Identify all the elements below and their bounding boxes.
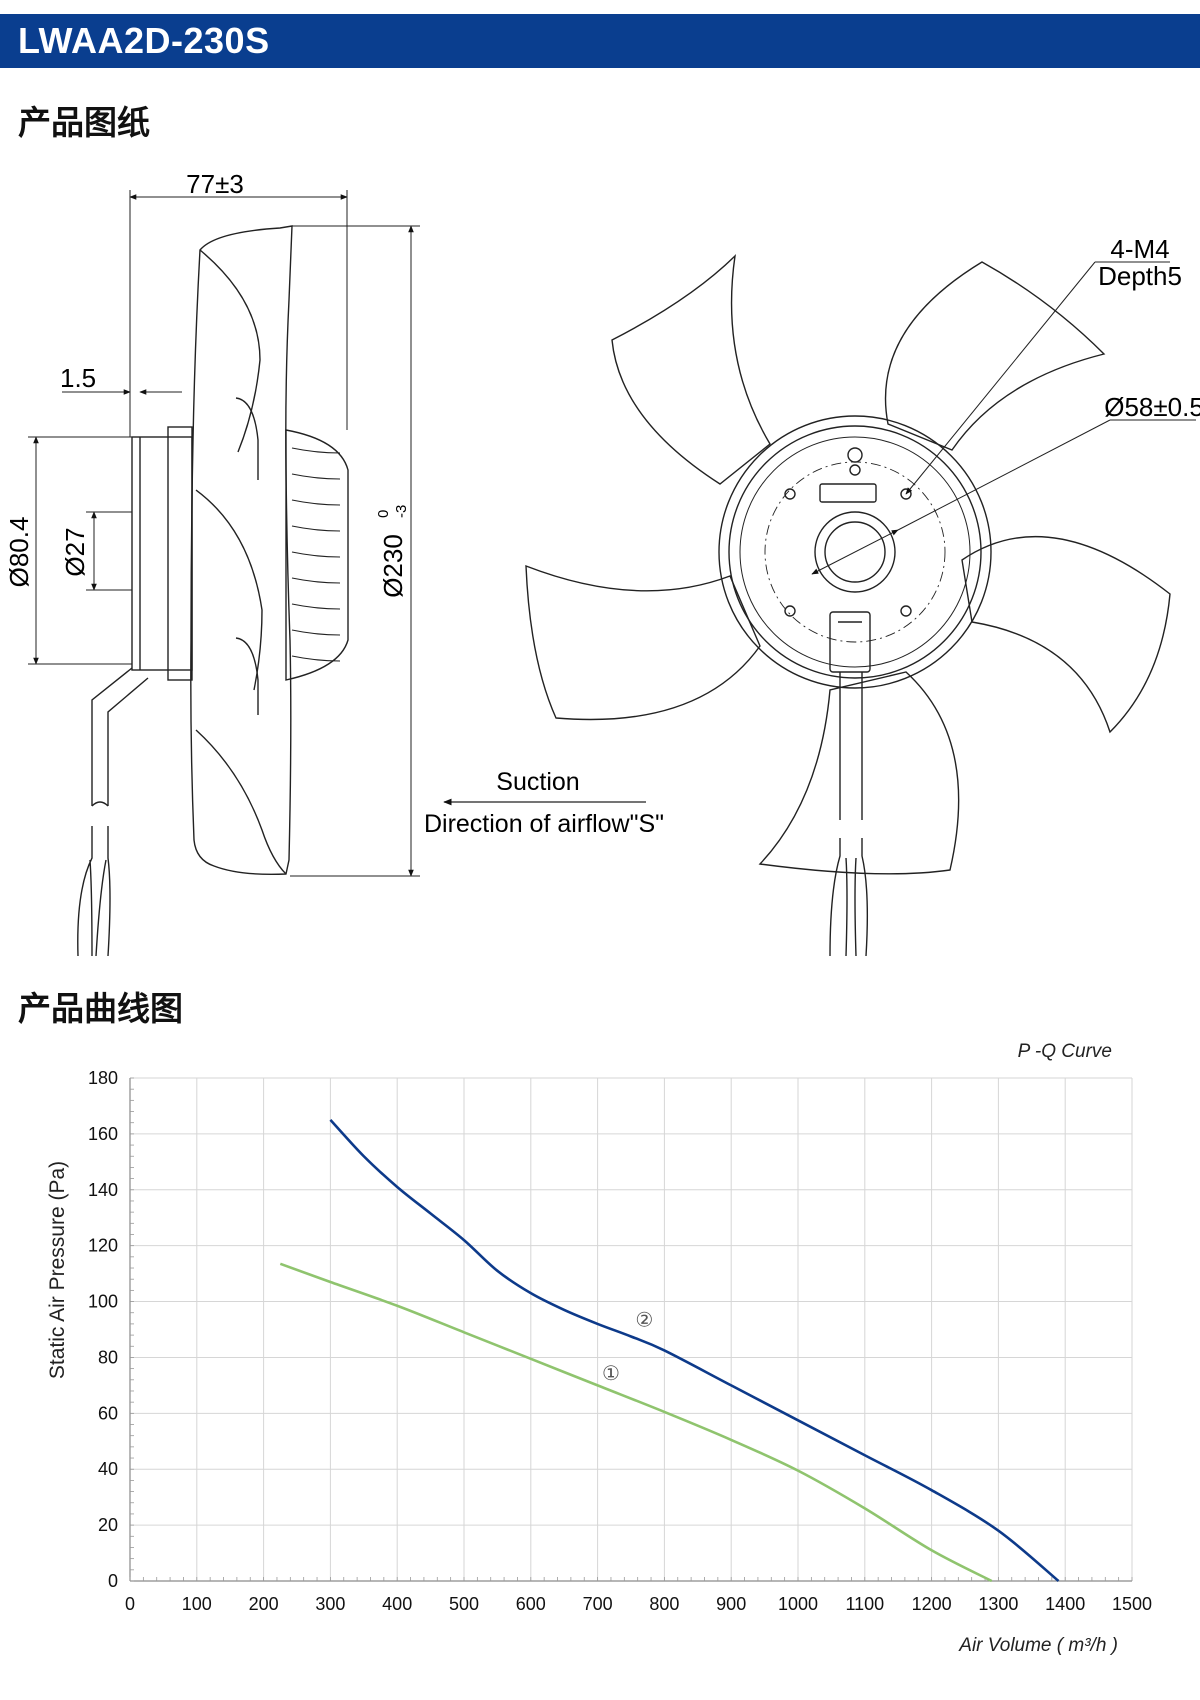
- hub-ring: [728, 425, 982, 679]
- y-tick-label: 120: [88, 1236, 118, 1256]
- x-tick-label: 1100: [845, 1594, 884, 1614]
- shaft-diameter-dimension: Ø27: [60, 527, 90, 576]
- motor-diameter-dimension: Ø80.4: [4, 517, 34, 588]
- front-blades: [525, 254, 1171, 875]
- side-rotor-ribs: [291, 447, 341, 662]
- x-tick-label: 1500: [1112, 1594, 1152, 1614]
- side-rotor-housing: [285, 429, 349, 681]
- fan-diameter-lower-tolerance: -3: [393, 505, 410, 518]
- model-title: LWAA2D-230S: [18, 20, 270, 61]
- x-tick-label: 1300: [978, 1594, 1018, 1614]
- y-tick-label: 60: [98, 1403, 118, 1423]
- x-tick-label: 1200: [912, 1594, 952, 1614]
- x-tick-label: 400: [382, 1594, 412, 1614]
- offset-dimension: 1.5: [60, 363, 96, 393]
- hub-outer-ring: [718, 415, 992, 689]
- side-dimensions: [28, 190, 420, 877]
- y-tick-label: 100: [88, 1292, 118, 1312]
- y-tick-label: 160: [88, 1124, 118, 1144]
- header-bar: LWAA2D-230S: [0, 14, 1200, 68]
- x-tick-label: 200: [249, 1594, 279, 1614]
- suction-label: Suction: [496, 768, 579, 796]
- y-tick-label: 140: [88, 1180, 118, 1200]
- x-tick-label: 0: [125, 1594, 135, 1614]
- x-tick-label: 1000: [778, 1594, 818, 1614]
- side-cable: [91, 667, 149, 806]
- x-tick-label: 500: [449, 1594, 479, 1614]
- chart-title: P -Q Curve: [1018, 1041, 1112, 1062]
- side-view: [77, 225, 349, 957]
- x-tick-label: 300: [315, 1594, 345, 1614]
- side-blade-curve-3: [195, 729, 287, 875]
- ground-symbol: [847, 447, 863, 463]
- fan-diameter-upper-tolerance: 0: [375, 510, 392, 518]
- series-label-2: ②: [635, 1308, 653, 1332]
- side-blade-inner-2: [235, 637, 259, 715]
- x-tick-label: 1400: [1045, 1594, 1085, 1614]
- width-dimension: 77±3: [186, 169, 244, 199]
- y-tick-label: 40: [98, 1459, 118, 1479]
- chart-series: ①②: [279, 1119, 1060, 1583]
- x-tick-label: 700: [583, 1594, 613, 1614]
- series-label-1: ①: [602, 1361, 620, 1385]
- x-tick-label: 600: [516, 1594, 546, 1614]
- cable-gland: [829, 611, 871, 673]
- x-tick-label: 900: [716, 1594, 746, 1614]
- y-tick-label: 80: [98, 1347, 118, 1367]
- series-line-2: [329, 1119, 1060, 1582]
- technical-drawing: 77±3 1.5 Ø80.4 Ø27 Ø230 0 -3 Suction Dir…: [4, 169, 1200, 957]
- side-blade-inner-1: [235, 397, 259, 480]
- hub-diameter-label: Ø58±0.5: [1104, 392, 1200, 422]
- hub-label-plate: [819, 483, 877, 503]
- side-motor-body: [131, 436, 193, 671]
- series-line-1: [279, 1262, 993, 1583]
- y-tick-label: 20: [98, 1515, 118, 1535]
- chart-grid: [129, 1077, 1133, 1582]
- y-tick-label: 180: [88, 1068, 118, 1088]
- side-blade-curve-2: [195, 489, 263, 691]
- front-view: [525, 254, 1171, 957]
- y-tick-label: 0: [108, 1571, 118, 1591]
- airflow-direction-label: Direction of airflow"S": [424, 810, 664, 838]
- side-blade-curve-1: [199, 249, 261, 453]
- drawing-section-title: 产品图纸: [18, 103, 150, 142]
- x-axis-label: Air Volume ( m³/h ): [958, 1635, 1118, 1656]
- fan-diameter-dimension: Ø230: [378, 534, 408, 598]
- screw-label: 4-M4: [1110, 234, 1169, 264]
- front-cable: [829, 672, 869, 957]
- side-blade-outline: [190, 225, 293, 875]
- y-axis-label: Static Air Pressure (Pa): [46, 1161, 69, 1379]
- side-motor-flange: [167, 426, 193, 681]
- curve-section-title: 产品曲线图: [18, 989, 183, 1028]
- x-tick-label: 800: [649, 1594, 679, 1614]
- screw-depth-label: Depth5: [1098, 261, 1182, 291]
- x-tick-label: 100: [182, 1594, 212, 1614]
